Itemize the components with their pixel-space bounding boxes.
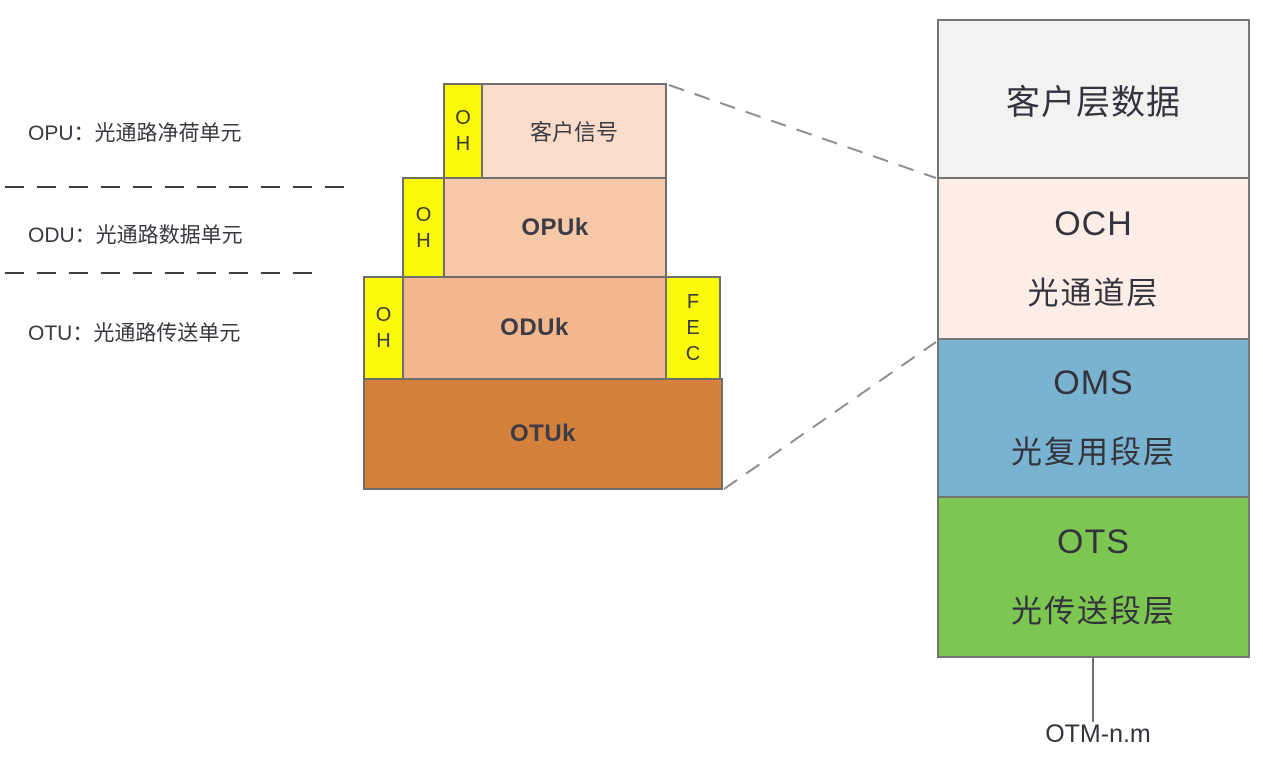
- oduk-box: ODUk: [402, 276, 667, 380]
- och-layer-title: OCH: [1054, 204, 1133, 243]
- otm-footer-label: OTM-n.m: [1045, 720, 1151, 748]
- oduk-label: ODUk: [500, 314, 569, 341]
- oms-layer-box: OMS 光复用段层: [937, 338, 1250, 498]
- otuk-to-oms-connector-line: [723, 341, 937, 490]
- otuk-label: OTUk: [509, 420, 576, 447]
- otuk-box: OTUk: [363, 378, 723, 490]
- oms-layer-subtitle: 光复用段层: [1011, 435, 1176, 470]
- oduk-fec-label: FEC: [685, 291, 701, 365]
- oduk-oh-label: OH: [375, 304, 392, 352]
- opuk-box: OPUk: [443, 177, 667, 278]
- opuk-label: OPUk: [521, 213, 589, 241]
- opuk-oh-box: OH: [402, 177, 445, 278]
- och-layer-subtitle: 光通道层: [1027, 275, 1160, 311]
- client-signal-oh-label: OH: [455, 107, 471, 155]
- client-signal-to-och-connector-line: [668, 84, 937, 179]
- client-data-layer-box: 客户层数据: [937, 19, 1250, 179]
- client-signal-box: 客户信号: [481, 83, 667, 179]
- ots-layer-subtitle: 光传送段层: [1011, 594, 1176, 629]
- ots-layer-box: OTS 光传送段层: [937, 496, 1250, 658]
- ots-layer-title: OTS: [1057, 523, 1130, 561]
- oms-layer-title: OMS: [1053, 364, 1134, 402]
- client-data-layer-title: 客户层数据: [1006, 83, 1181, 122]
- oduk-fec-box: FEC: [665, 276, 721, 380]
- legend-otu-label: OTU：光通路传送单元: [28, 322, 241, 345]
- opuk-oh-label: OH: [415, 203, 432, 252]
- client-signal-oh-box: OH: [443, 83, 483, 179]
- legend-odu-label: ODU：光通路数据单元: [28, 224, 243, 247]
- client-signal-label: 客户信号: [529, 120, 618, 145]
- och-layer-box: OCH 光通道层: [937, 177, 1250, 340]
- legend-opu-label: OPU：光通路净荷单元: [28, 122, 242, 145]
- oduk-oh-box: OH: [363, 276, 404, 380]
